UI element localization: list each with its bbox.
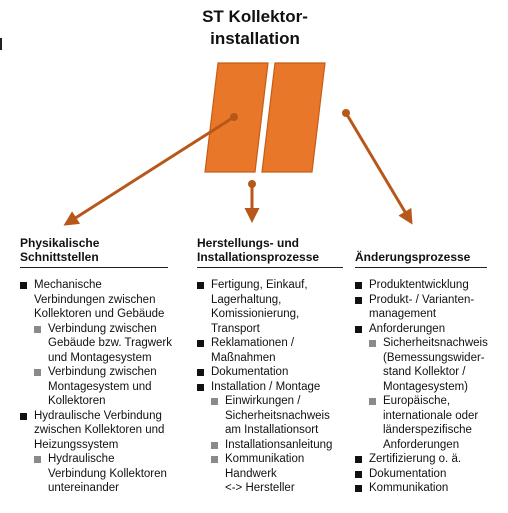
bullet-text-line: untereinander [48,482,119,494]
bullet-text-line: Heizungssystem [34,438,119,451]
bullet-text-line: Verbindungen zwischen [34,293,156,306]
bullet-text-line: Kollektoren [48,395,106,407]
sub-bullet-item: Sicherheitsnachweis (Bemessungswider-stan… [355,336,505,394]
bullet-text-line: Installationsanleitung [225,438,333,451]
bullet-text-line: am Installationsort [225,424,319,436]
bullet-text-line: Anforderungen [383,438,460,451]
bullet-text-line: (Bemessungswider- [383,351,485,364]
bullet-text-line: und Montagesystem [48,351,152,364]
bullet-text-line: Sicherheitsnachweis [225,409,330,422]
bullet-item: Kommunikation [355,481,505,496]
bullet-text-line: Transport [211,322,260,335]
bullet-item: Hydraulische Verbindung zwischen Kollekto… [20,409,198,453]
bullet-text-line: Produktentwicklung [369,279,469,291]
arrow-right [344,112,413,225]
bullet-text-line: Montagesystem und [48,380,152,393]
diagram-title: ST Kollektor- installation [160,6,350,50]
bullet-text-line: Produkt- / Varianten- [369,293,475,306]
bullet-text-line: stand Kollektor / [383,366,466,378]
bullet-text-line: internationale oder [383,409,479,422]
bullet-text-line: Verbindung zwischen [48,322,157,335]
bullet-text-line: Anforderungen [369,322,446,335]
heading-aenderungsprozesse: Änderungsprozesse [355,250,487,268]
collector-panel-right [261,62,326,173]
bullet-item: Installation / Montage [197,380,355,395]
bullet-item: Anforderungen [355,322,505,337]
bullet-text-line: Handwerk [225,467,277,480]
sub-bullet-item: Einwirkungen / Sicherheitsnachweis am Inst… [197,394,355,438]
bullet-text-line: Verbindung Kollektoren [48,467,167,480]
bullet-text-line: Fertigung, Einkauf, [211,279,308,291]
bullet-text-line: <-> Hersteller [225,482,295,494]
heading-line: Installationsprozesse [197,250,320,264]
bullet-text-line: Lagerhaltung, [211,293,282,306]
heading-line: Schnittstellen [20,250,99,264]
sub-bullet-item: Europäische, internationale oder länderspe… [355,394,505,452]
bullet-text-line: Installation / Montage [211,380,321,393]
bullet-text-line: Kommunikation [369,482,449,494]
heading-line: Änderungsprozesse [355,250,471,264]
bullet-item: Produkt- / Varianten-management [355,293,505,322]
sub-bullet-item: Installationsanleitung [197,438,355,453]
bullet-text-line: Europäische, [383,395,451,407]
bullet-text-line: Mechanische [34,279,102,291]
bullet-item: Produktentwicklung [355,278,505,293]
bullet-text-line: Dokumentation [369,467,447,480]
edge-mark [0,38,7,50]
column-herstellungs-installationsprozesse: Fertigung, Einkauf, Lagerhaltung, Komissio… [197,278,355,496]
bullet-text-line: Hydraulische [48,453,115,465]
bullet-item: Dokumentation [197,365,355,380]
bullet-text-line: Reklamationen / [211,337,295,349]
bullet-text-line: Gebäude bzw. Tragwerk [48,337,173,349]
bullet-text-line: Einwirkungen / [225,395,301,407]
heading-line: Physikalische [20,236,100,250]
title-line-1: ST Kollektor- [202,7,308,26]
bullet-text-line: Dokumentation [211,366,289,378]
bullet-item: Fertigung, Einkauf, Lagerhaltung, Komissio… [197,278,355,336]
bullet-text-line: länderspezifische [383,424,472,436]
bullet-text-line: Verbindung zwischen [48,366,157,378]
bullet-item: Zertifizierung o. ä. [355,452,505,467]
bullet-item: Dokumentation [355,467,505,482]
heading-herstellungs-installationsprozesse: Herstellungs- und Installationsprozesse [197,236,343,268]
bullet-text-line: Maßnahmen [211,351,276,364]
bullet-text-line: Komissionierung, [211,308,300,320]
bullet-item: Reklamationen / Maßnahmen [197,336,355,365]
heading-line: Herstellungs- und [197,236,300,250]
bullet-text-line: Hydraulische Verbindung [34,409,162,422]
bullet-text-line: Sicherheitsnachweis [383,337,488,349]
bullet-list: Fertigung, Einkauf, Lagerhaltung, Komissio… [197,278,355,496]
heading-physikalische-schnittstellen: Physikalische Schnittstellen [20,236,168,268]
bullet-text-line: zwischen Kollektoren und [34,424,165,436]
bullet-text-line: Zertifizierung o. ä. [369,453,462,465]
bullet-text-line: Kommunikation [225,453,305,465]
arrow-left [63,115,235,226]
bullet-text-line: Kollektoren und Gebäude [34,308,165,320]
bullet-text-line: Montagesystem) [383,380,469,393]
title-line-2: installation [210,29,300,48]
bullet-text-line: management [369,308,437,320]
